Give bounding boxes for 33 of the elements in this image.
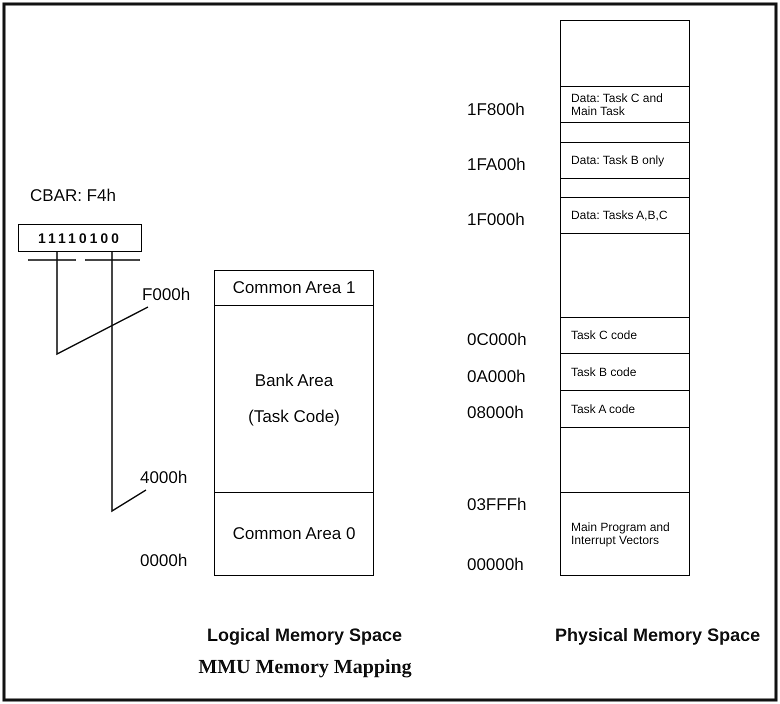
- memory-segment: Bank Area (Task Code): [214, 305, 374, 493]
- address-label: 1F000h: [467, 210, 525, 230]
- memory-segment: Task B code: [560, 353, 690, 391]
- address-label: 03FFFh: [467, 495, 527, 515]
- register-label: CBAR: F4h: [30, 186, 116, 206]
- empty-memory-segment: [560, 122, 690, 143]
- caption: MMU Memory Mapping: [197, 656, 413, 679]
- memory-segment: Data: Task B only: [560, 142, 690, 179]
- connector-line: [56, 252, 148, 356]
- connector-line: [111, 252, 146, 512]
- memory-segment: Task A code: [560, 390, 690, 428]
- address-label: 1F800h: [467, 100, 525, 120]
- empty-memory-segment: [560, 427, 690, 493]
- address-label: 0000h: [140, 551, 188, 571]
- address-label: 00000h: [467, 555, 524, 575]
- memory-segment: Common Area 0: [214, 492, 374, 576]
- axis-title: Physical Memory Space: [555, 625, 760, 646]
- address-label: F000h: [142, 285, 202, 307]
- empty-memory-segment: [560, 20, 690, 87]
- address-label: 0A000h: [467, 367, 526, 387]
- empty-memory-segment: [560, 178, 690, 198]
- register-box: 11110100: [18, 224, 142, 252]
- memory-segment: Task C code: [560, 317, 690, 354]
- memory-segment: Common Area 1: [214, 270, 374, 306]
- address-label: 4000h: [140, 468, 200, 490]
- memory-segment: Data: Task C and Main Task: [560, 86, 690, 123]
- axis-title: Logical Memory Space: [207, 625, 402, 646]
- address-label: 1FA00h: [467, 155, 526, 175]
- memory-segment: Main Program and Interrupt Vectors: [560, 492, 690, 576]
- empty-memory-segment: [560, 233, 690, 318]
- address-label: 08000h: [467, 403, 524, 423]
- address-label: 0C000h: [467, 330, 527, 350]
- memory-segment: Data: Tasks A,B,C: [560, 197, 690, 234]
